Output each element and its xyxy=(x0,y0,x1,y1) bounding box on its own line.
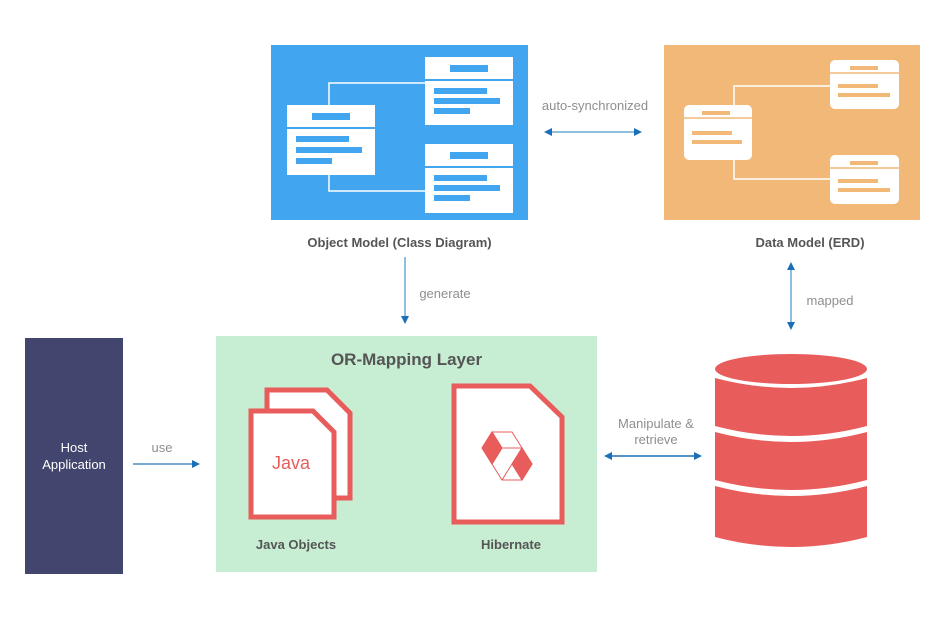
hibernate-logo-icon xyxy=(481,431,533,481)
entity-box xyxy=(830,60,899,109)
class-box xyxy=(425,144,513,213)
manipulate-label: Manipulate & retrieve xyxy=(606,416,706,448)
class-box xyxy=(425,57,513,125)
use-label: use xyxy=(151,440,173,455)
host-label-line1: Host xyxy=(60,440,88,455)
hibernate-file-icon xyxy=(451,383,565,525)
manipulate-label-line1: Manipulate & xyxy=(618,416,694,431)
host-application-box: Host Application xyxy=(25,338,123,574)
or-mapping-layer: OR-Mapping Layer Java Java Objects Hiber… xyxy=(216,336,597,572)
class-box xyxy=(287,105,375,175)
entity-box xyxy=(684,105,752,160)
or-layer-icons xyxy=(248,383,565,525)
erd-icon xyxy=(684,60,899,204)
or-mapping-title: OR-Mapping Layer xyxy=(330,350,483,369)
host-label-line2: Application xyxy=(42,457,106,472)
data-model-panel xyxy=(664,45,920,220)
mapped-label: mapped xyxy=(806,293,854,308)
object-model-panel xyxy=(271,45,528,220)
generate-label: generate xyxy=(419,286,471,301)
auto-sync-label: auto-synchronized xyxy=(541,98,649,113)
class-diagram-icon xyxy=(287,57,513,213)
object-model-caption: Object Model (Class Diagram) xyxy=(307,235,492,250)
hibernate-caption: Hibernate xyxy=(481,537,541,552)
manipulate-label-line2: retrieve xyxy=(634,432,678,447)
data-model-caption: Data Model (ERD) xyxy=(755,235,865,250)
java-objects-caption: Java Objects xyxy=(255,537,337,552)
entity-box xyxy=(830,155,899,204)
java-file-icon xyxy=(248,387,353,520)
java-file-text: Java xyxy=(271,453,311,473)
